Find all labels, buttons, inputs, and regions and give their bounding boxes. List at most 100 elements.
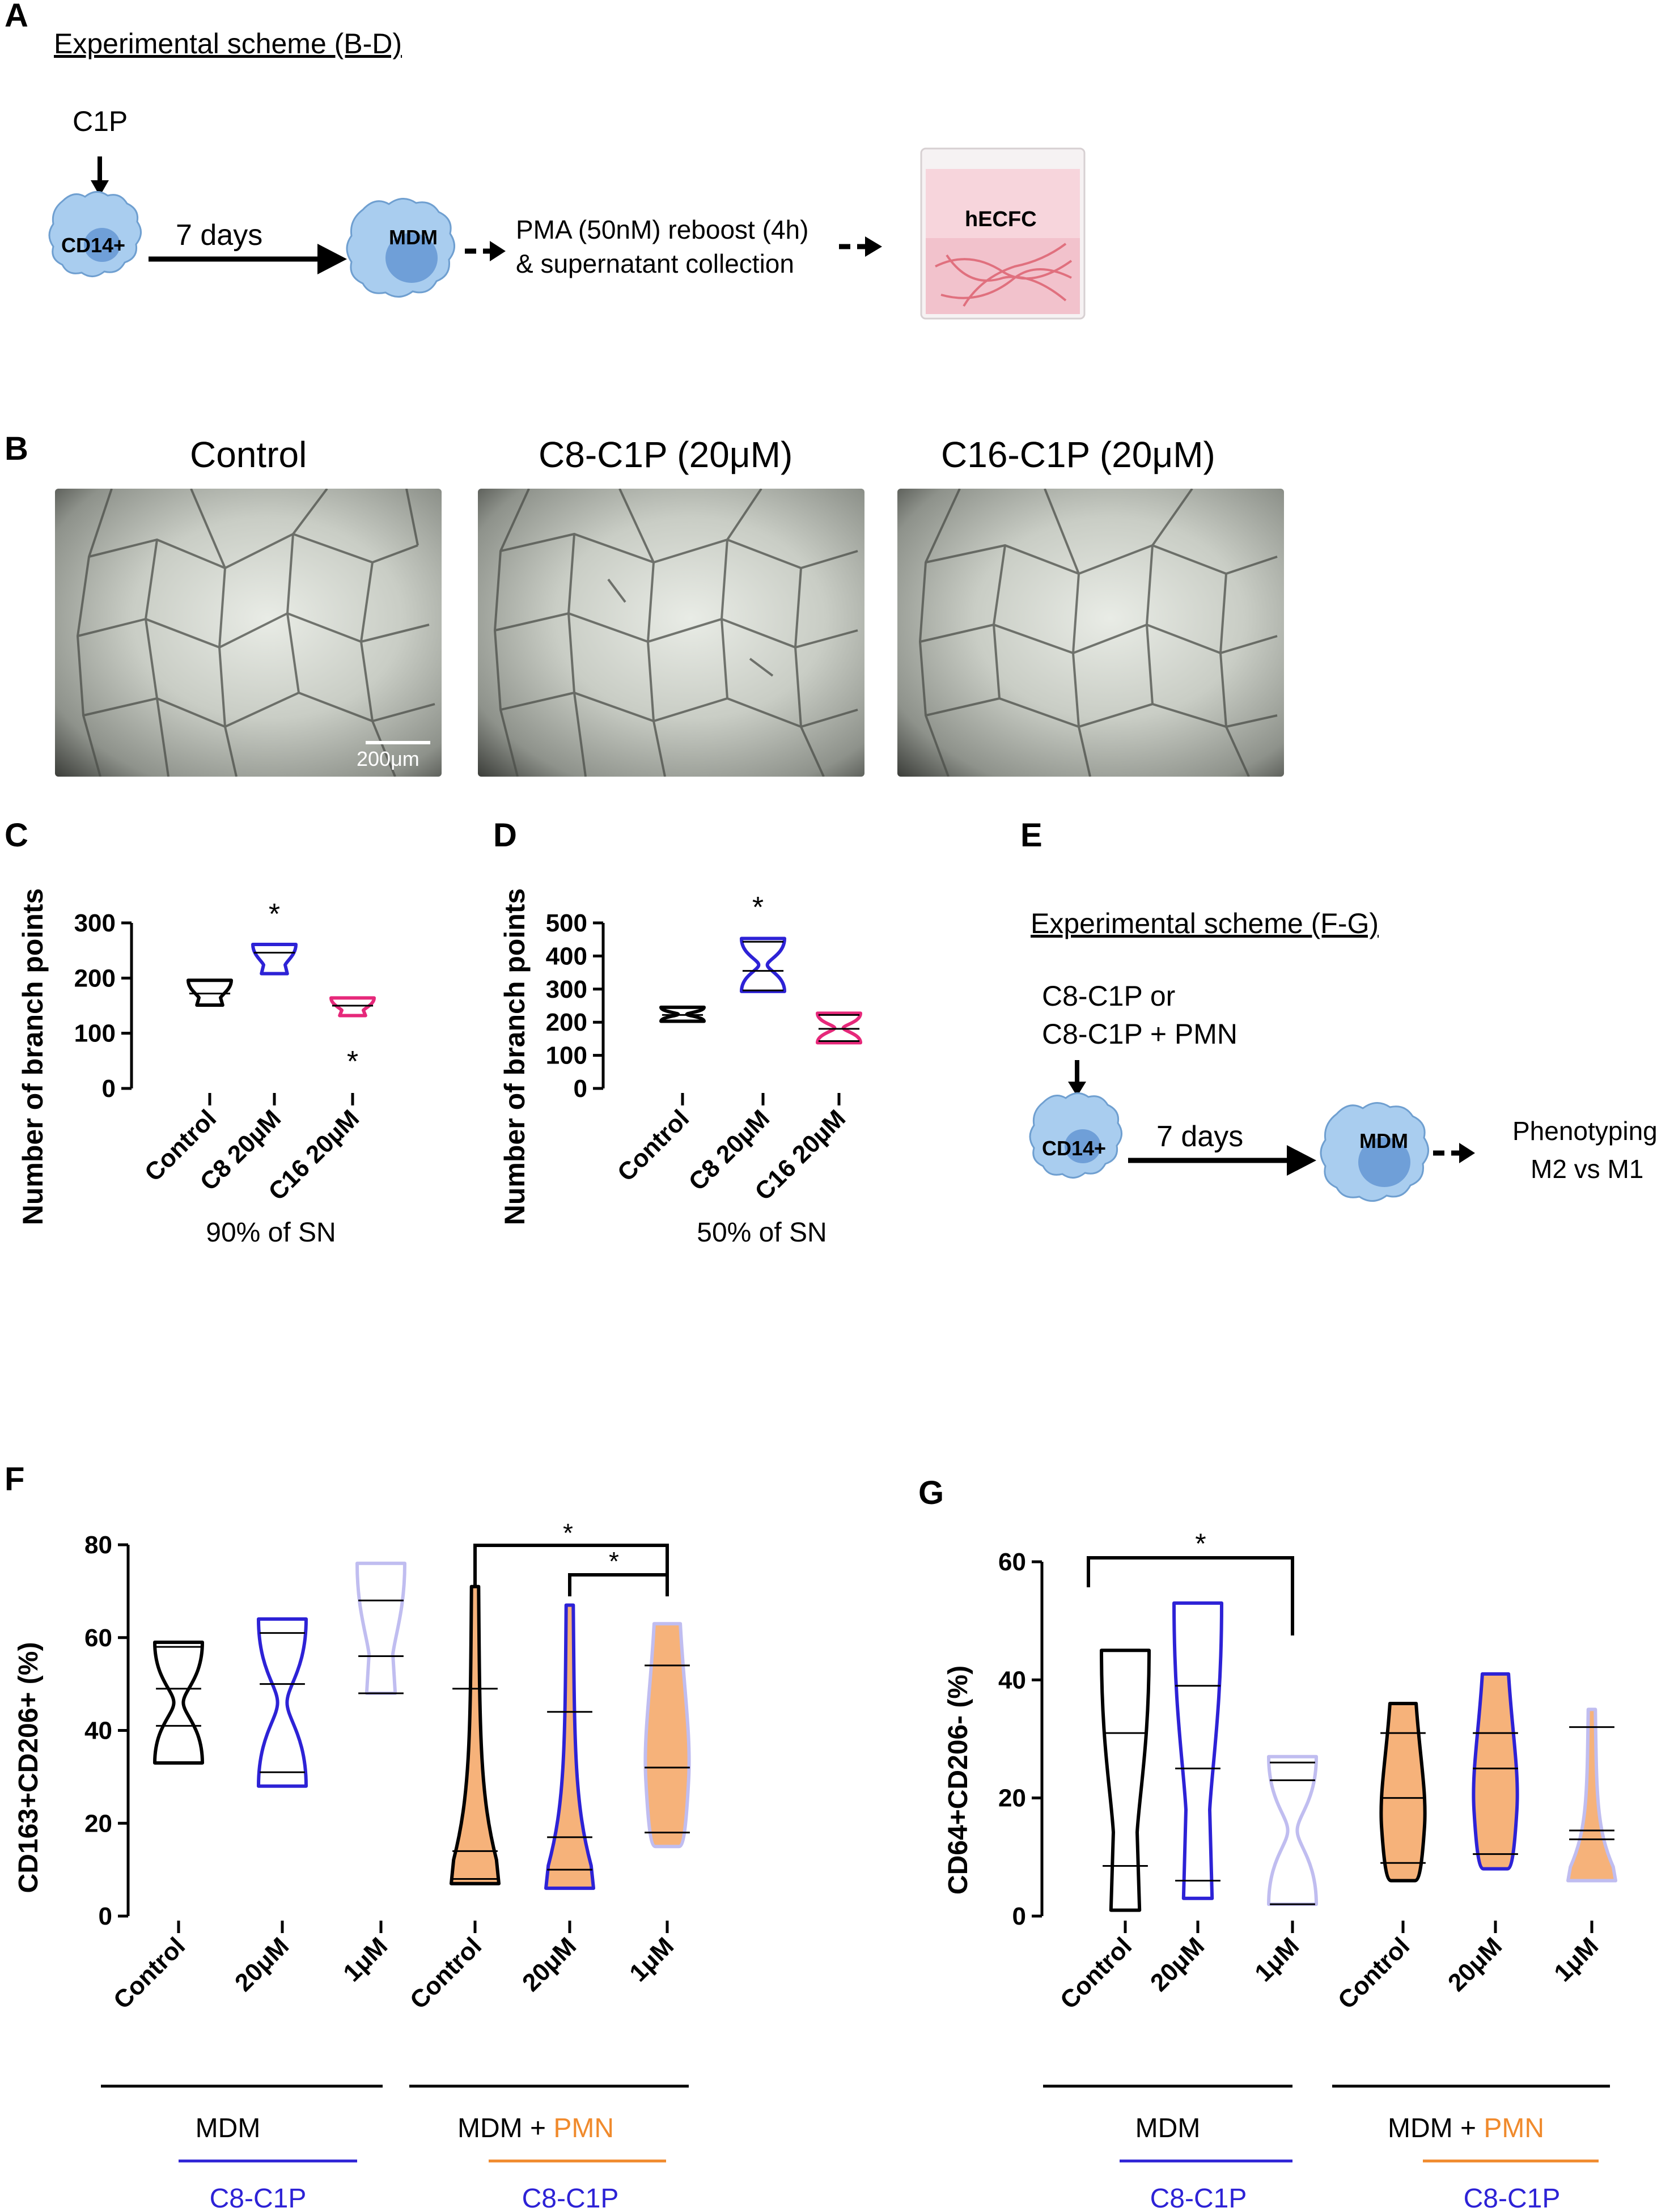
x-tick-label: Control <box>612 1104 694 1186</box>
y-tick-label: 300 <box>546 976 587 1003</box>
cd14-cell-a <box>48 191 142 277</box>
chart-g-group1: MDM <box>1135 2113 1201 2143</box>
chart-c-annotation: 90% of SN <box>206 1218 336 1248</box>
chart-f-ylabel: CD163+CD206+ (%) <box>14 1642 44 1893</box>
x-tick-label: 1μM <box>1549 1932 1604 1987</box>
y-tick-label: 100 <box>74 1020 116 1048</box>
y-tick-label: 500 <box>546 909 587 937</box>
mdm-cell-e <box>1320 1102 1429 1202</box>
violin-1 <box>153 1640 204 1765</box>
x-tick-label: 20μM <box>230 1932 294 1997</box>
days-label-a: 7 days <box>176 219 263 252</box>
scalebar-label: 200μm <box>357 747 419 770</box>
violin-3 <box>816 1011 862 1045</box>
violin-2 <box>740 937 786 993</box>
violin-1 <box>659 1005 706 1023</box>
chart-c-sig-1: * <box>269 898 280 931</box>
c1p-arrow-head <box>91 180 109 196</box>
micrograph-control: 200μm <box>55 489 442 777</box>
violin-2 <box>257 1617 308 1788</box>
y-tick-label: 40 <box>84 1717 112 1745</box>
chart-g-sig-1: * <box>1195 1528 1206 1560</box>
scheme-title-a: Experimental scheme (B-D) <box>54 28 402 60</box>
chart-d-annotation: 50% of SN <box>697 1218 827 1248</box>
chart-f-bracket-2 <box>568 1573 669 1596</box>
scheme-e-diagram <box>1029 1060 1475 1202</box>
micrograph-c8 <box>478 489 864 777</box>
image-title-c8: C8-C1P (20μM) <box>539 434 793 475</box>
out-line2: M2 vs M1 <box>1531 1154 1644 1184</box>
cd14-cell-e <box>1029 1092 1122 1179</box>
cd14-label-e: CD14+ <box>1042 1137 1107 1160</box>
chart-d-ylabel: Number of branch points <box>499 888 531 1225</box>
chart-f: CD163+CD206+ (%) * * MDM MDM + PMN C8-C1… <box>14 1518 691 2212</box>
violin-6 <box>1566 1707 1617 1883</box>
chart-f-sig-2: * <box>609 1546 619 1576</box>
violin-3 <box>329 996 376 1018</box>
chart-d: Number of branch points 50% of SN * 0 100… <box>499 888 862 1248</box>
days-arrow-head-a <box>317 244 347 274</box>
image-title-control: Control <box>190 434 307 475</box>
chart-g-sub2: C8-C1P <box>1464 2184 1561 2212</box>
x-tick-label: 20μM <box>1443 1932 1507 1997</box>
micrograph-c16 <box>897 489 1284 777</box>
cd14-label-a: CD14+ <box>61 234 126 257</box>
c1p-label: C1P <box>73 105 128 137</box>
chart-f-group2-a: MDM + <box>457 2113 553 2143</box>
violin-3 <box>355 1561 406 1695</box>
x-tick-label: 20μM <box>1145 1932 1210 1997</box>
mdm-cell-a <box>346 198 455 298</box>
x-tick-label: 1μM <box>338 1932 393 1987</box>
hecfc-well <box>920 147 1086 320</box>
panel-label-b: B <box>5 430 28 467</box>
y-tick-label: 20 <box>84 1810 112 1837</box>
violin-4 <box>450 1584 501 1885</box>
treat-line1: C8-C1P or <box>1042 980 1176 1012</box>
x-tick-label: 1μM <box>1249 1932 1304 1987</box>
panel-label-f: F <box>5 1461 25 1498</box>
treat-line2: C8-C1P + PMN <box>1042 1018 1238 1050</box>
y-tick-label: 0 <box>1012 1902 1026 1930</box>
image-title-c16: C16-C1P (20μM) <box>941 434 1215 475</box>
chart-g-ylabel: CD64+CD206- (%) <box>943 1666 973 1895</box>
out-line1: Phenotyping <box>1512 1116 1658 1146</box>
chart-g-sub1: C8-C1P <box>1150 2184 1247 2212</box>
violin-4 <box>1379 1702 1427 1883</box>
chart-d-sig-1: * <box>752 891 764 924</box>
y-tick-label: 0 <box>99 1902 112 1930</box>
chart-g-group2-b: PMN <box>1484 2113 1544 2143</box>
violin-1 <box>187 978 233 1007</box>
chart-c-ylabel: Number of branch points <box>17 888 49 1225</box>
y-tick-label: 60 <box>998 1548 1026 1576</box>
y-tick-label: 200 <box>546 1008 587 1036</box>
scheme-a-diagram <box>48 147 1086 320</box>
panel-label-g: G <box>918 1474 944 1511</box>
chart-c-sig-2: * <box>347 1045 358 1078</box>
pma-line2: & supernatant collection <box>516 249 794 278</box>
panel-label-a: A <box>5 0 28 34</box>
x-tick-label: Control <box>108 1932 190 2014</box>
scheme-title-e: Experimental scheme (F-G) <box>1031 908 1379 939</box>
violin-6 <box>643 1622 691 1849</box>
panel-label-d: D <box>493 817 517 854</box>
chart-f-group2-b: PMN <box>553 2113 614 2143</box>
y-tick-label: 20 <box>998 1785 1026 1812</box>
chart-g-group2-a: MDM + <box>1388 2113 1484 2143</box>
y-tick-label: 100 <box>546 1042 587 1070</box>
violin-5 <box>544 1603 595 1890</box>
chart-f-bracket-1 <box>473 1544 669 1590</box>
y-tick-label: 300 <box>74 909 116 937</box>
y-tick-label: 60 <box>84 1624 112 1652</box>
x-tick-label: 1μM <box>624 1932 679 1987</box>
y-tick-label: 0 <box>574 1075 587 1103</box>
y-tick-label: 400 <box>546 942 587 970</box>
y-tick-label: 200 <box>74 964 116 992</box>
violin-3 <box>1267 1755 1318 1906</box>
y-tick-label: 0 <box>102 1075 116 1103</box>
violin-2 <box>1172 1601 1223 1900</box>
hecfc-label: hECFC <box>965 207 1037 231</box>
x-tick-label: 20μM <box>517 1932 582 1997</box>
chart-c: Number of branch points 90% of SN * * 0 1… <box>17 888 376 1248</box>
